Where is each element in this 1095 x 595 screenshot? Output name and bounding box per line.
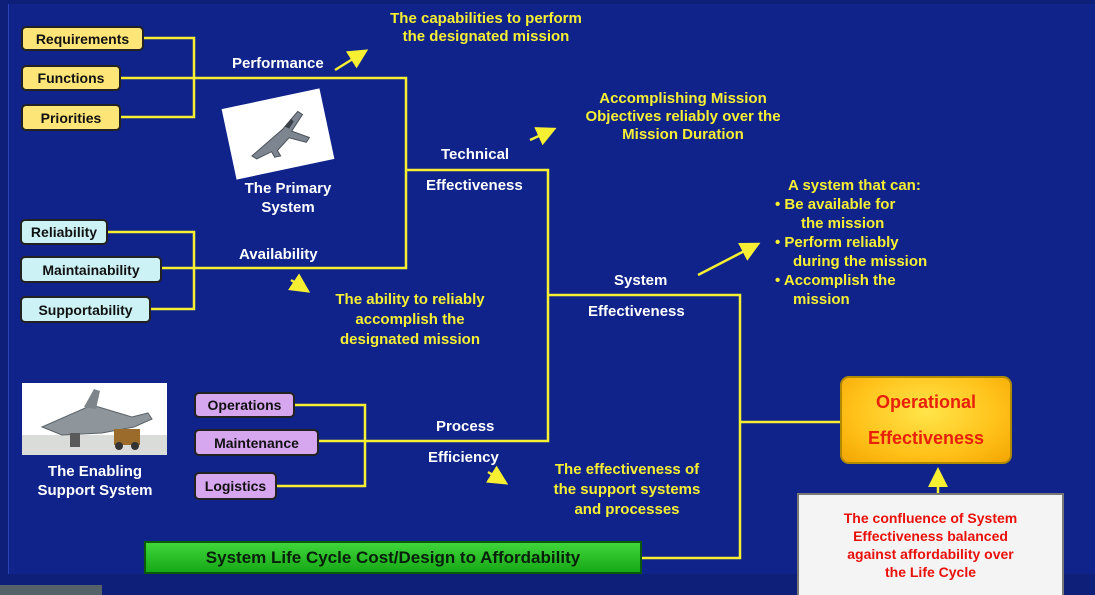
input-logistics: Logistics [194, 472, 277, 500]
note-ability: The ability to reliably accomplish the d… [300, 290, 520, 350]
note-system-can-line: during the mission [793, 253, 928, 270]
jet-fighter-icon [251, 110, 311, 160]
input-priorities: Priorities [21, 104, 121, 131]
primary-system-caption: The Primary System [228, 179, 348, 217]
input-reliability: Reliability [20, 219, 108, 245]
input-maintainability-label: Maintainability [42, 261, 140, 278]
note-accomplishing-line: Objectives reliably over the [585, 108, 781, 125]
note-system-can-line: A system that can: [788, 177, 921, 194]
note-system-can-line: • Perform reliably [775, 234, 899, 251]
note-ability-line: The ability to reliably [335, 291, 485, 308]
aircraft-support-icon [22, 389, 167, 455]
input-requirements-label: Requirements [35, 30, 130, 47]
primary-system-caption-line: System [261, 199, 315, 216]
input-functions: Functions [21, 65, 121, 91]
operational-effectiveness-line: Effectiveness [867, 428, 985, 448]
slide-panel [8, 4, 1095, 574]
confluence-line: the Life Cycle [884, 564, 977, 580]
note-capabilities: The capabilities to perform the designat… [361, 10, 611, 46]
note-accomplishing-line: Mission Duration [622, 126, 744, 143]
note-capabilities-line: the designated mission [402, 28, 570, 45]
input-supportability: Supportability [20, 296, 151, 323]
note-support-line: and processes [574, 501, 680, 518]
label-availability: Availability [239, 246, 318, 263]
confluence-line: The confluence of System [843, 510, 1018, 526]
enabling-system-caption: The Enabling Support System [20, 462, 170, 500]
input-functions-label: Functions [37, 70, 105, 86]
note-capabilities-line: The capabilities to perform [390, 10, 582, 27]
input-operations-label: Operations [207, 397, 282, 413]
note-support: The effectiveness of the support systems… [522, 460, 732, 520]
label-technical-effectiveness: Effectiveness [426, 177, 523, 194]
note-support-line: the support systems [553, 481, 701, 498]
note-accomplishing-line: Accomplishing Mission [599, 90, 767, 107]
life-cycle-cost-bar: System Life Cycle Cost/Design to Afforda… [144, 541, 642, 574]
operational-effectiveness-line: Operational [875, 392, 977, 412]
note-system-can-line: • Be available for [775, 196, 896, 213]
input-requirements: Requirements [21, 26, 144, 51]
label-process: Process [436, 418, 495, 435]
input-operations: Operations [194, 392, 295, 418]
label-system-effectiveness: Effectiveness [588, 303, 685, 320]
input-maintenance: Maintenance [194, 429, 319, 456]
enabling-system-caption-line: Support System [37, 482, 153, 499]
input-maintenance-label: Maintenance [214, 434, 299, 451]
note-system-can-line: mission [793, 291, 850, 308]
confluence-line: against affordability over [847, 546, 1014, 562]
life-cycle-cost-label: System Life Cycle Cost/Design to Afforda… [205, 547, 581, 567]
note-system-can-line: • Accomplish the [775, 272, 896, 289]
label-technical: Technical [441, 146, 510, 163]
note-system-can-line: the mission [801, 215, 885, 232]
note-accomplishing: Accomplishing Mission Objectives reliabl… [558, 90, 808, 144]
primary-system-caption-line: The Primary [244, 180, 332, 197]
note-system-can: A system that can: • Be available for th… [771, 176, 927, 309]
input-priorities-label: Priorities [40, 109, 102, 126]
confluence-line: Effectiveness balanced [853, 528, 1008, 544]
note-ability-line: designated mission [339, 331, 481, 348]
confluence-box: The confluence of System Effectiveness b… [797, 493, 1064, 595]
operational-effectiveness-box: Operational Effectiveness [840, 376, 1012, 464]
label-efficiency: Efficiency [428, 449, 499, 466]
corner-thumbnail [0, 585, 102, 595]
enabling-system-caption-line: The Enabling [47, 463, 143, 480]
enabling-system-photo [22, 383, 167, 455]
primary-system-photo [221, 88, 335, 180]
input-reliability-label: Reliability [30, 224, 98, 240]
input-maintainability: Maintainability [20, 256, 162, 283]
input-logistics-label: Logistics [204, 478, 267, 494]
input-supportability-label: Supportability [38, 301, 133, 318]
label-performance: Performance [232, 55, 324, 72]
note-support-line: The effectiveness of [554, 461, 700, 478]
label-system: System [614, 272, 668, 289]
note-ability-line: accomplish the [355, 311, 465, 328]
